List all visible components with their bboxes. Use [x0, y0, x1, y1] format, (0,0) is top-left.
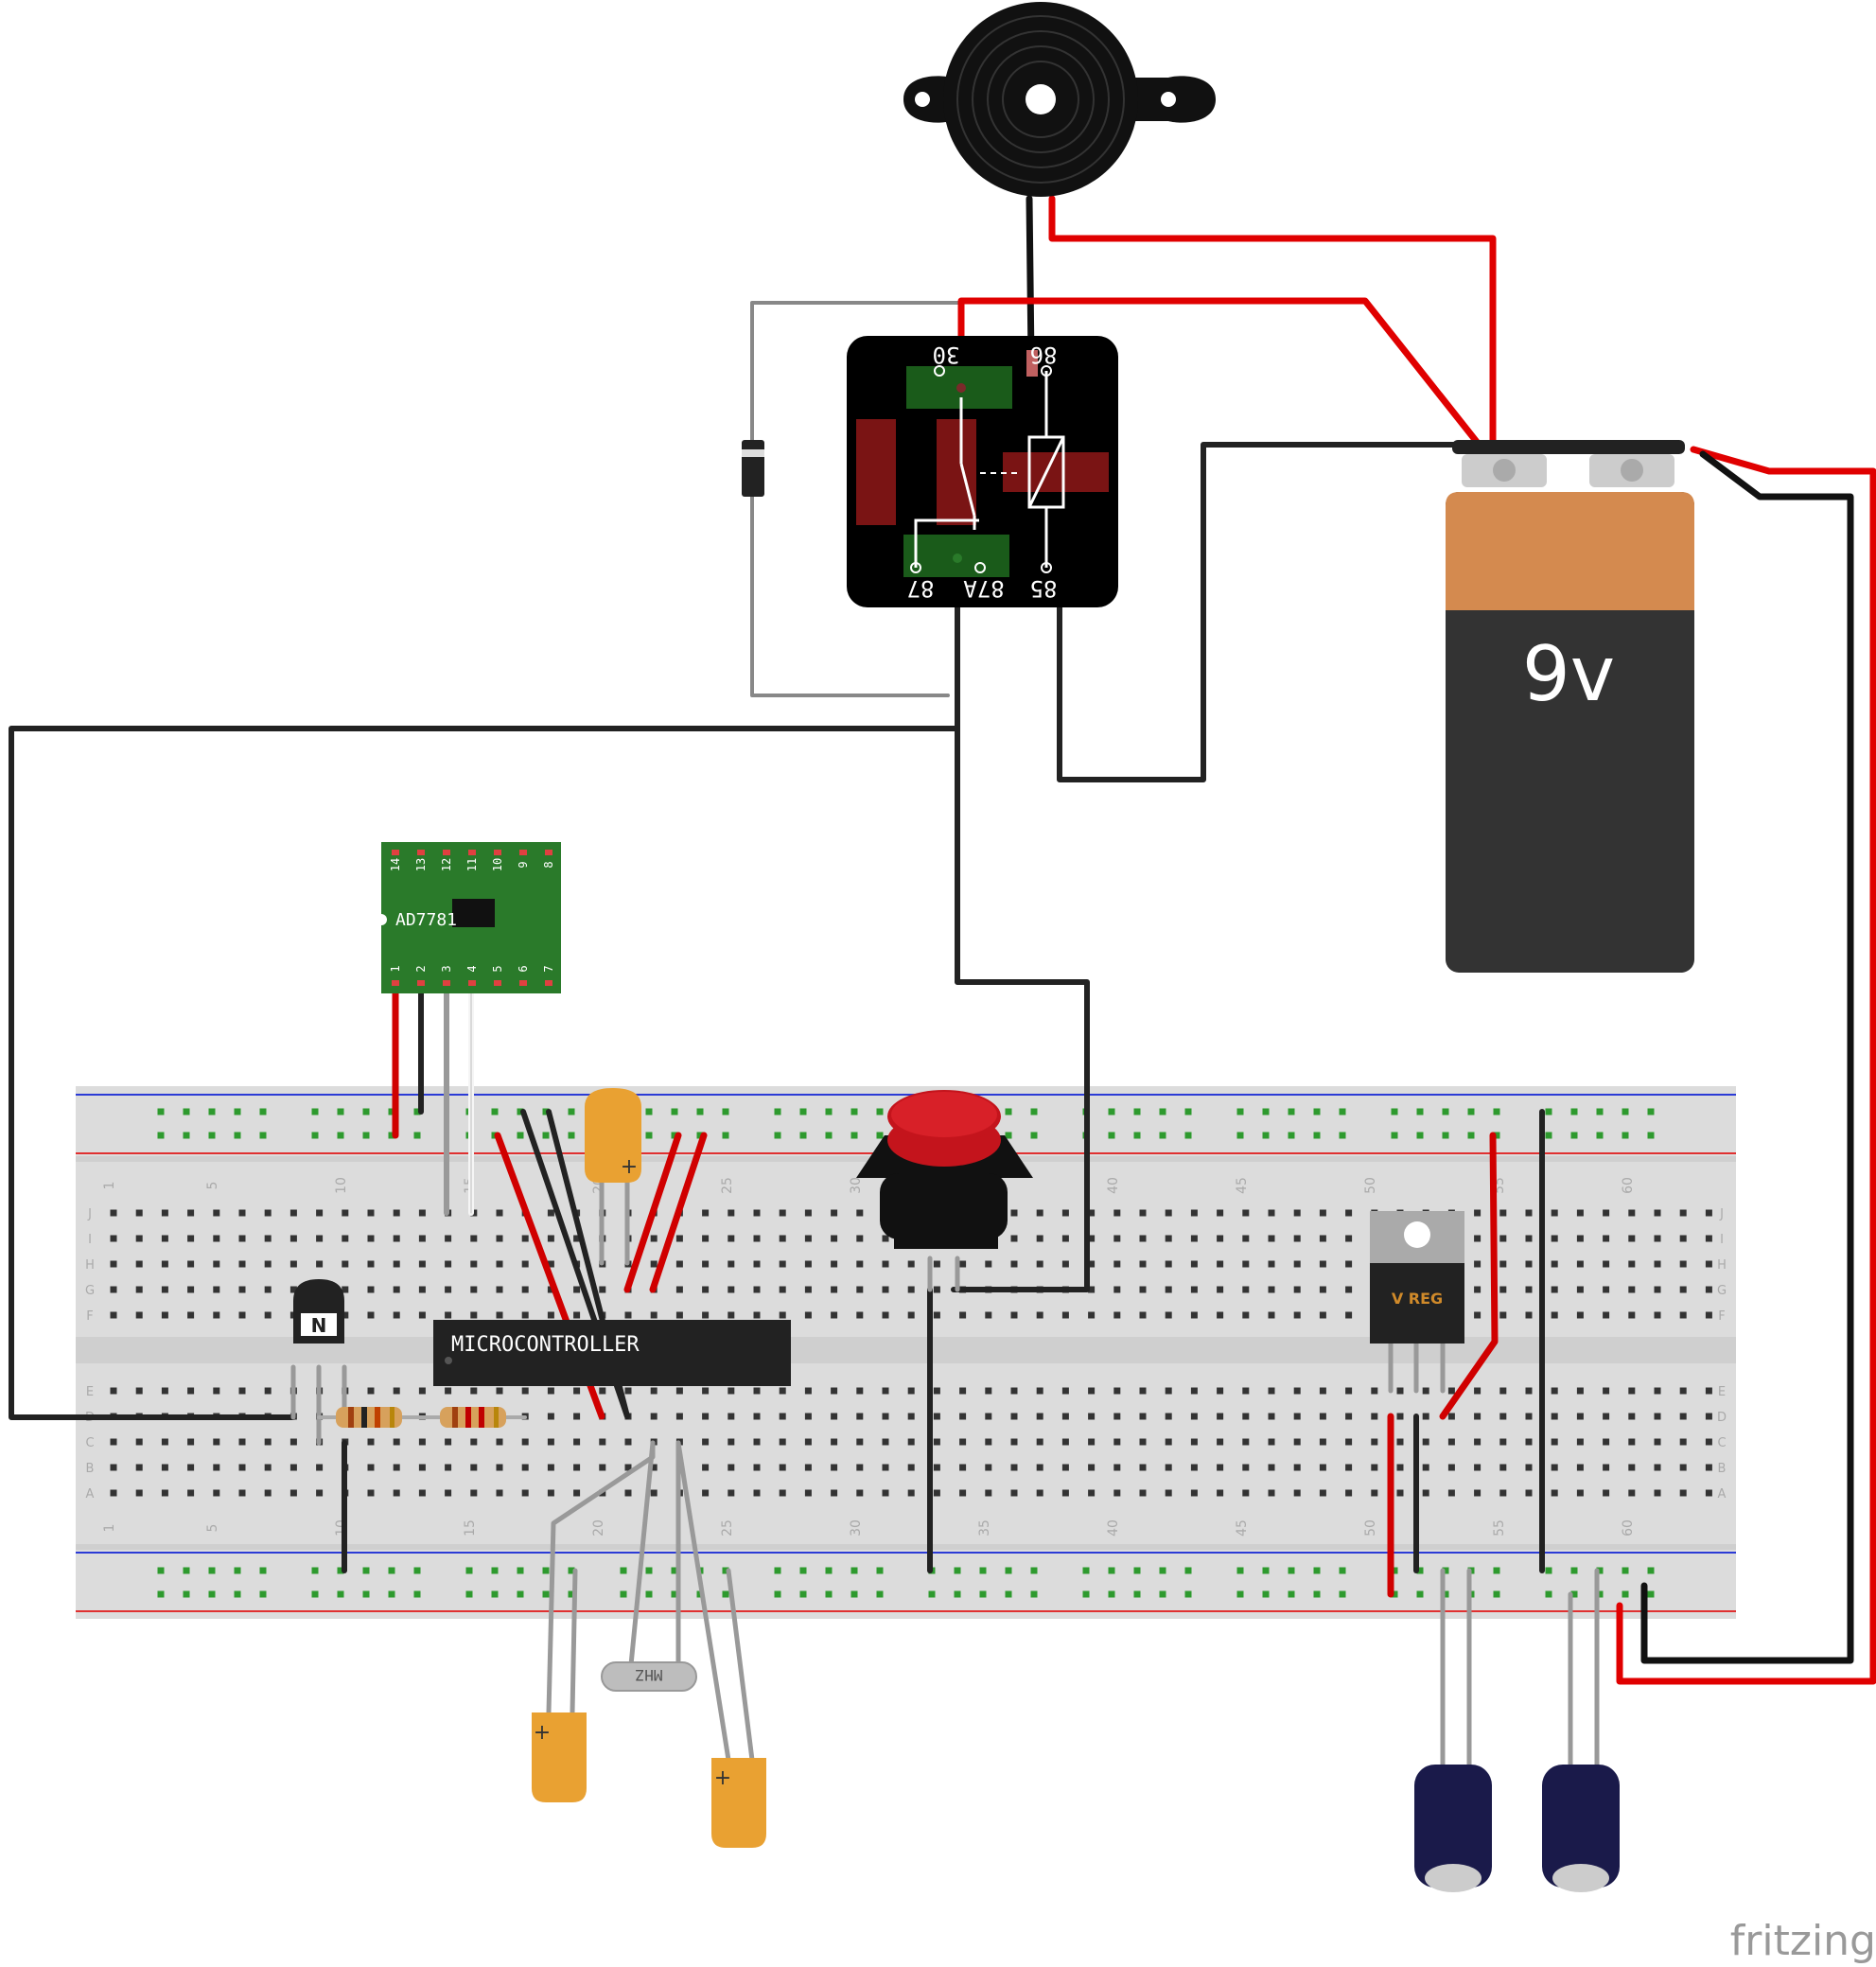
sensor-pin-label: 4 — [465, 965, 479, 972]
capacitor-top: + — [585, 1088, 641, 1183]
row-letter: A — [1718, 1487, 1727, 1502]
row-letter: A — [86, 1487, 95, 1502]
wire-gray-diode — [750, 301, 962, 697]
column-number: 25 — [720, 1519, 735, 1537]
column-number: 25 — [720, 1177, 735, 1194]
svg-text:+: + — [534, 1721, 551, 1745]
relay-pin-87: 87 — [907, 575, 935, 602]
row-letter: E — [1718, 1385, 1726, 1399]
sensor-pin-label: 13 — [414, 858, 428, 871]
row-letter: B — [1718, 1462, 1727, 1476]
relay-pin-86: 86 — [1030, 342, 1058, 368]
column-number: 50 — [1363, 1519, 1378, 1537]
sensor-label: AD7781 — [395, 910, 457, 930]
column-number: 40 — [1106, 1177, 1121, 1194]
column-number: 5 — [205, 1182, 220, 1190]
diode — [742, 440, 764, 497]
push-button — [856, 1090, 1033, 1249]
sensor-pin-label: 7 — [542, 965, 555, 972]
sensor-pin-label: 9 — [517, 861, 530, 868]
relay-pin-85: 85 — [1030, 575, 1058, 602]
relay: 30 86 87 87A 85 — [847, 336, 1118, 607]
transistor: N — [293, 1279, 344, 1344]
voltage-regulator: V REG — [1370, 1211, 1464, 1344]
crystal-label: MHZ — [635, 1666, 662, 1684]
column-number: 30 — [849, 1519, 864, 1537]
column-number: 45 — [1235, 1177, 1250, 1194]
resistor-2 — [440, 1407, 506, 1428]
sensor-pin-label: 1 — [389, 965, 402, 972]
battery-label: 9v — [1522, 630, 1615, 718]
row-letter: D — [1717, 1411, 1727, 1425]
microcontroller-label: MICROCONTROLLER — [451, 1333, 640, 1357]
row-letter: H — [1717, 1258, 1727, 1273]
sensor-pin-label: 12 — [440, 858, 453, 871]
column-number: 60 — [1621, 1177, 1636, 1194]
row-letter: H — [85, 1258, 95, 1273]
capacitor-bottom-left: + — [532, 1712, 587, 1802]
buzzer — [903, 2, 1216, 197]
column-number: 30 — [849, 1177, 864, 1194]
wire-buzzer-black — [1026, 195, 1035, 363]
svg-text:+: + — [621, 1155, 638, 1179]
sensor-pin-label: 10 — [491, 858, 504, 871]
fritzing-watermark: fritzing — [1730, 1917, 1876, 1965]
resistor-1 — [336, 1407, 402, 1428]
column-number: 1 — [102, 1524, 117, 1533]
relay-pin-87a: 87A — [963, 575, 1005, 602]
row-letter: I — [1720, 1233, 1724, 1247]
svg-text:+: + — [714, 1766, 731, 1790]
sensor-pin-label: 11 — [465, 858, 479, 871]
row-letter: J — [1719, 1207, 1724, 1221]
column-number: 35 — [977, 1519, 992, 1537]
wire-battery-black — [1640, 450, 1854, 1664]
row-letter: C — [85, 1436, 94, 1450]
relay-pin-30: 30 — [933, 342, 960, 368]
wire-battery-red — [1616, 446, 1876, 1685]
row-letter: C — [1717, 1436, 1726, 1450]
sensor-pin-label: 6 — [517, 965, 530, 972]
sensor-pin-label: 5 — [491, 965, 504, 972]
column-number: 1 — [102, 1182, 117, 1190]
electrolytic-capacitor-2 — [1542, 1765, 1620, 1892]
row-letter: B — [86, 1462, 95, 1476]
row-letter: E — [86, 1385, 94, 1399]
capacitor-bottom-right: + — [711, 1758, 766, 1848]
row-letter: G — [1717, 1284, 1727, 1298]
wire-relay87-black — [951, 555, 1090, 1292]
sensor-pin-label: 14 — [389, 858, 402, 871]
row-letter: I — [88, 1233, 92, 1247]
sensor-pin-label: 8 — [542, 861, 555, 868]
battery-9v: 9v — [1446, 440, 1694, 973]
row-letter: F — [86, 1309, 93, 1324]
row-letter: G — [85, 1284, 95, 1298]
column-number: 60 — [1621, 1519, 1636, 1537]
wires — [9, 195, 1876, 1782]
column-number: 10 — [334, 1177, 349, 1194]
electrolytic-capacitor-1 — [1414, 1765, 1492, 1892]
column-number: 45 — [1235, 1519, 1250, 1537]
wire-long-black — [9, 726, 960, 1420]
sensor-pin-label: 3 — [440, 965, 453, 972]
svg-text:N: N — [311, 1314, 327, 1337]
microcontroller-chip: MICROCONTROLLER — [433, 1320, 791, 1386]
wire-relay85-black — [1057, 442, 1464, 782]
row-letter: J — [87, 1207, 92, 1221]
column-number: 15 — [463, 1519, 478, 1537]
sensor-pin-label: 2 — [414, 965, 428, 972]
regulator-label: V REG — [1392, 1290, 1443, 1308]
row-letter: F — [1718, 1309, 1725, 1324]
wire-buzzer-red — [1048, 195, 1497, 463]
column-number: 5 — [205, 1524, 220, 1533]
column-number: 40 — [1106, 1519, 1121, 1537]
column-number: 55 — [1492, 1519, 1507, 1537]
crystal-oscillator: MHZ — [601, 1661, 697, 1692]
column-number: 20 — [591, 1519, 606, 1537]
column-number: 50 — [1363, 1177, 1378, 1194]
